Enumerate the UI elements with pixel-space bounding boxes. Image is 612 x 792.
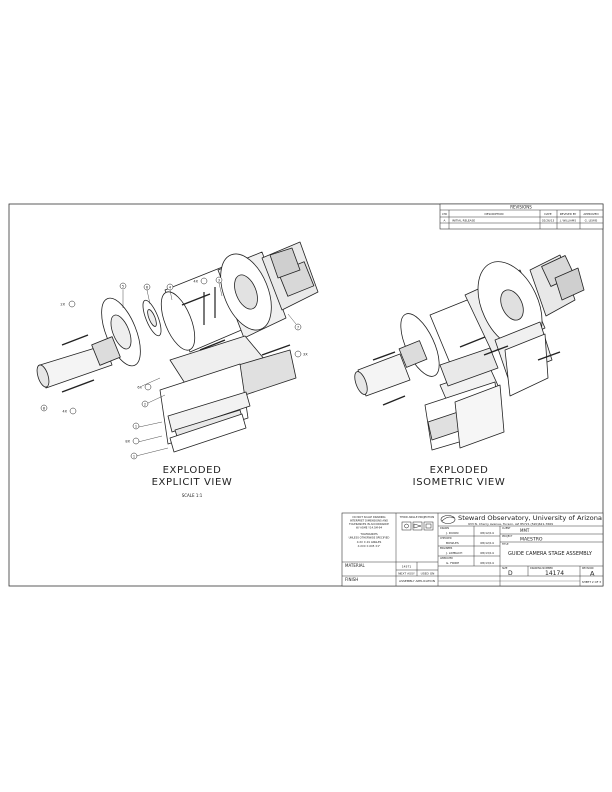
date-approved: 08/13/14 (480, 561, 494, 565)
balloon: 6X (137, 383, 152, 391)
revisions-title: REVISIONS (510, 205, 532, 210)
svg-text:4X: 4X (193, 280, 198, 284)
used-on-label: USED ON (421, 572, 435, 576)
client-label: CLIENT (502, 527, 511, 530)
material-label: MATERIAL (345, 563, 366, 568)
size-value: D (508, 570, 513, 577)
tolerance-line: X.XXX ±.005 ±1° (358, 544, 381, 548)
balloon: 4 (166, 283, 174, 291)
rev-header-revby: REVISED BY (560, 212, 577, 216)
svg-text:5: 5 (122, 285, 124, 289)
svg-text:6X: 6X (137, 386, 142, 390)
svg-text:4X: 4X (62, 410, 67, 414)
balloon: 5 (119, 282, 127, 290)
next-assy-value: 14371 (402, 565, 412, 569)
client-value: MMT (520, 528, 530, 533)
svg-text:3: 3 (218, 279, 220, 283)
svg-text:7: 7 (297, 326, 299, 330)
observatory-logo-icon (440, 515, 456, 524)
role-drawn: DRAWN (440, 527, 449, 530)
notice-line: W/ ASME Y14.5M-94 (356, 526, 383, 530)
rev-row-approved: G. LEWIS (585, 219, 598, 223)
rev-header-date: DATE (544, 212, 552, 216)
name-checked: BOWLES (446, 541, 459, 545)
drawing-number-label: DRAWING NUMBER (530, 567, 553, 570)
role-approved: APPROVED (440, 557, 453, 560)
svg-text:2: 2 (144, 403, 146, 407)
isometric-view-title-line1: EXPLODED (430, 465, 489, 476)
org-name: Steward Observatory, University of Arizo… (458, 515, 602, 522)
revision-label: REVISION (582, 567, 594, 570)
rev-row-revby: J. WILLIAMS (559, 219, 576, 223)
svg-text:1: 1 (135, 425, 137, 429)
next-assy-label: NEXT ASSY (398, 572, 415, 576)
revision-value: A (590, 570, 595, 578)
tolerance-line: X.XX ±.01 ANGLES (357, 540, 382, 544)
notice-line: TOLERANCES IN ACCORDANCE (349, 522, 389, 526)
rev-row-ltr: A (444, 219, 446, 223)
rev-header-ltr: LTR (442, 212, 447, 216)
tolerance-line: UNLESS OTHERWISE SPECIFIED (349, 536, 390, 540)
explicit-view-scale: SCALE 1:1 (182, 493, 203, 498)
rev-header-approved: APPROVED (583, 212, 598, 216)
name-drawn: J. DIXON (445, 531, 458, 535)
explicit-view-title-line1: EXPLODED (163, 465, 222, 476)
svg-text:6: 6 (146, 286, 148, 290)
notice-line: INTERPRET DIMENSIONS AND (350, 519, 388, 523)
balloon: 1 (130, 452, 138, 460)
isometric-view-title-line2: ISOMETRIC VIEW (413, 477, 506, 488)
role-checked: CHECKED (440, 537, 452, 540)
rev-header-desc: DESCRIPTION (485, 212, 504, 216)
part-balloons: 5 6 4 3 2X 4X 7 6X 2 1 8 8X 4X 1 3X (40, 276, 308, 460)
isometric-view-drawing (354, 254, 585, 451)
explicit-view-drawing (36, 241, 319, 457)
balloon: 2X (60, 300, 76, 308)
project-label: PROJECT (502, 535, 513, 538)
balloon: 4X (193, 277, 208, 285)
balloon: 8 (40, 404, 48, 412)
balloon: 2 (141, 400, 149, 408)
date-checked: 08/12/14 (480, 541, 494, 545)
title-block: DO NOT SCALE DRAWING INTERPRET DIMENSION… (341, 512, 604, 587)
size-label: SIZE (502, 567, 508, 570)
svg-text:4: 4 (169, 286, 172, 290)
svg-text:2X: 2X (60, 303, 65, 307)
svg-text:3X: 3X (303, 353, 308, 357)
balloon: 8X (125, 437, 140, 445)
title-label: TITLE (502, 543, 509, 546)
org-address: 933 N. Cherry Avenue, Tucson, AZ 85721 (… (468, 522, 553, 526)
drawing-title: GUIDE CAMERA STAGE ASSEMBLY (508, 551, 593, 557)
rev-row-date: 02/26/13 (542, 219, 555, 223)
projection-symbol-icon (401, 521, 434, 531)
svg-text:8X: 8X (125, 440, 130, 444)
notice-line: DO NOT SCALE DRAWING (352, 515, 385, 519)
svg-text:8: 8 (43, 407, 45, 411)
project-value: MAESTRO (520, 537, 543, 543)
rev-row-desc: INITIAL RELEASE (452, 219, 475, 223)
revisions-block: REVISIONS LTR DESCRIPTION DATE REVISED B… (439, 203, 604, 230)
name-approved: G. FRIDE (446, 561, 459, 565)
balloon: 4X (62, 407, 77, 415)
balloon: 1 (132, 422, 140, 430)
third-angle-label: THIRD ANGLE PROJECTION (400, 515, 435, 519)
drawing-number: 14174 (545, 570, 564, 577)
role-engineer: ENGINEER (440, 547, 453, 550)
tolerance-line: TOLERANCES (360, 532, 378, 536)
date-drawn: 08/12/14 (480, 531, 494, 535)
balloon: 3 (215, 276, 223, 284)
balloon: 3X (294, 350, 308, 358)
application-label: ASSEMBLY APPLICATION (399, 579, 435, 583)
explicit-view-title-line2: EXPLICIT VIEW (152, 477, 233, 488)
sheet-border (8, 203, 604, 587)
svg-text:1: 1 (133, 455, 135, 459)
finish-label: FINISH (345, 577, 358, 582)
sheet-number: SHEET 2 OF 3 (582, 580, 601, 584)
balloon: 6 (143, 283, 151, 291)
balloon: 7 (294, 323, 302, 331)
name-engineer: J. LIMBACH (445, 551, 462, 555)
date-engineer: 08/13/14 (480, 551, 494, 555)
